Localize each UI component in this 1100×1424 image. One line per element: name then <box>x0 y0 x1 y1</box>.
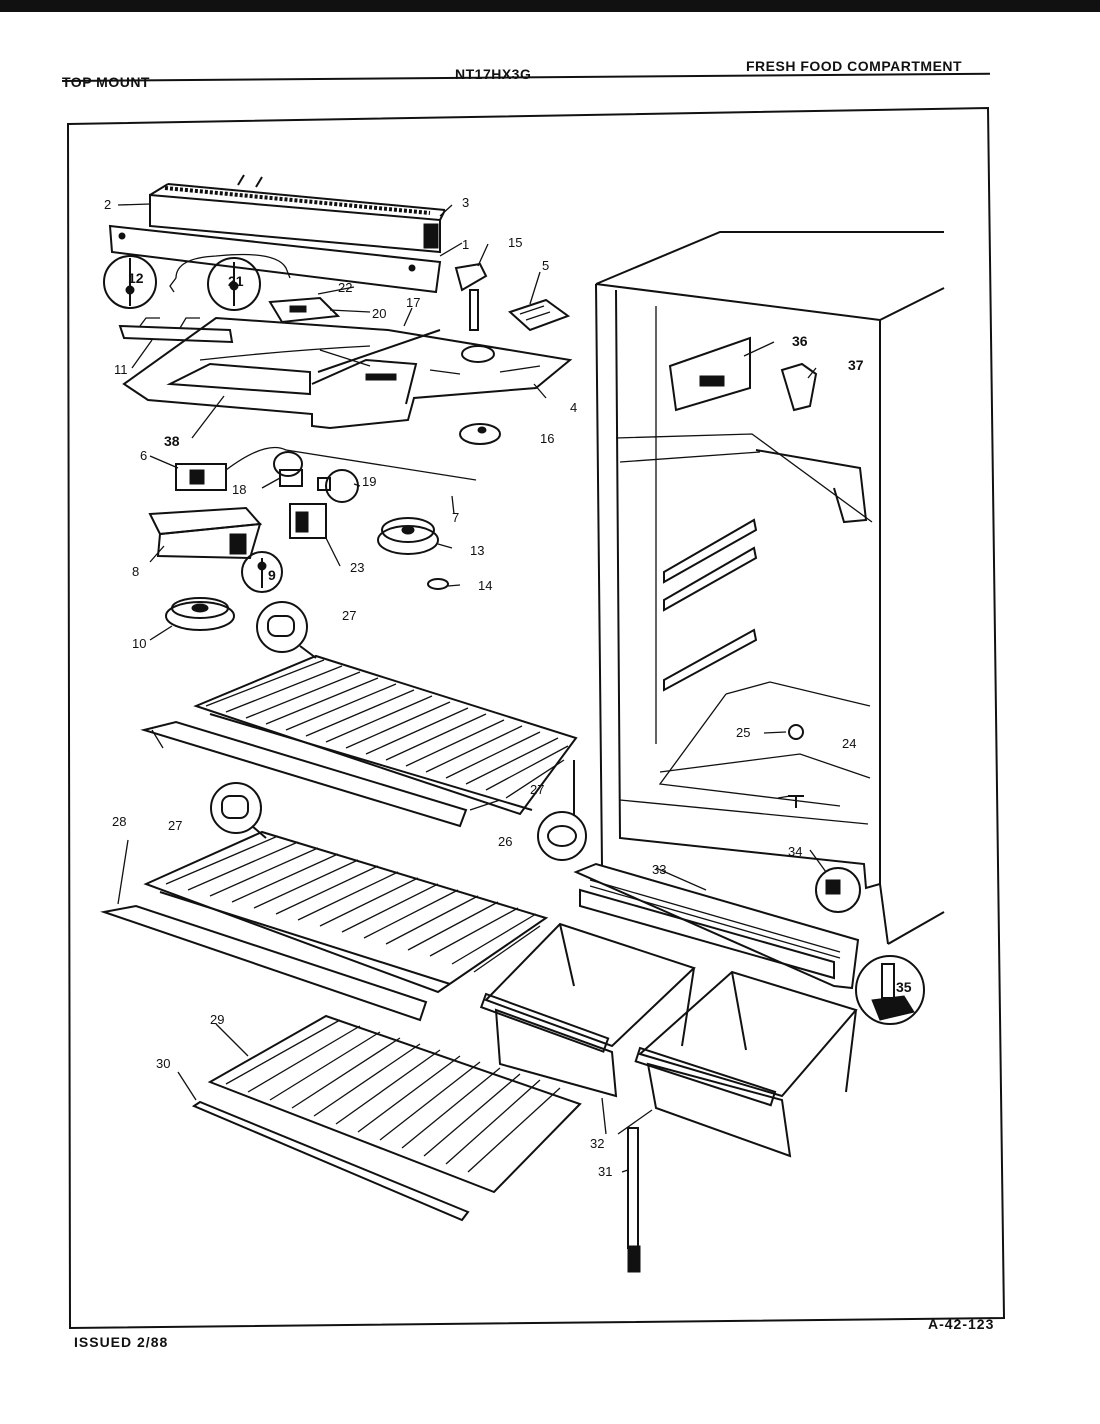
callout-4: 4 <box>570 400 577 415</box>
callout-leaders <box>117 203 827 1173</box>
part-lamp-socket <box>273 451 303 487</box>
part-thermostat-knob <box>454 262 488 331</box>
switch-plate-slot <box>289 305 307 313</box>
callout-25: 25 <box>736 725 750 740</box>
callout-labels: 2 3 1 15 5 22 20 17 11 4 16 6 18 19 7 8 … <box>104 195 856 1179</box>
damper-slats <box>519 305 551 321</box>
callout-28: 28 <box>112 814 126 829</box>
panel-screw-hole <box>408 264 416 272</box>
callout-22: 22 <box>338 280 352 295</box>
callout-30: 30 <box>156 1056 170 1071</box>
detail-circle-34 <box>815 867 861 913</box>
callout-27-mid: 27 <box>168 818 182 833</box>
callout-5: 5 <box>542 258 549 273</box>
callout-18: 18 <box>232 482 246 497</box>
part-damper <box>508 298 571 332</box>
callout-13: 13 <box>470 543 484 558</box>
part-crisper-drawer-right <box>634 970 858 1158</box>
part-wire-shelf-top <box>193 654 578 816</box>
callout-32: 32 <box>590 1136 604 1151</box>
callout-34: 34 <box>788 844 802 859</box>
callout-10: 10 <box>132 636 146 651</box>
part-door-switch <box>289 503 327 539</box>
detail-circle-27-mid <box>210 782 267 839</box>
callout-35: 35 <box>896 979 912 995</box>
part-thermostat <box>175 446 477 491</box>
panel-screw-hole <box>118 232 126 240</box>
callout-20: 20 <box>372 306 386 321</box>
callout-38: 38 <box>164 433 180 449</box>
callout-1: 1 <box>462 237 469 252</box>
part-sensor-probe <box>627 1127 641 1273</box>
callout-3: 3 <box>462 195 469 210</box>
part-bracket <box>118 324 234 344</box>
callout-14: 14 <box>478 578 492 593</box>
part-fan-motor-blade <box>165 597 235 631</box>
part-light-shield <box>149 174 446 254</box>
part-shelf-trim-bottom <box>100 904 428 1022</box>
part-front-panel <box>108 224 442 294</box>
callout-17: 17 <box>406 295 420 310</box>
callout-27-top: 27 <box>342 608 356 623</box>
callout-8: 8 <box>132 564 139 579</box>
callout-16: 16 <box>540 431 554 446</box>
detail-circle-27-top <box>256 601 317 659</box>
detail-circle-35 <box>855 955 925 1025</box>
part-switch-box <box>148 506 263 560</box>
callout-12: 12 <box>128 270 144 286</box>
detail-circle-27-right <box>537 760 587 861</box>
detail-circle-9 <box>241 551 283 593</box>
detail-circle-21 <box>169 253 291 311</box>
part-shelf-trim-top <box>140 720 468 828</box>
footer-diagram-code: A-42-123 <box>928 1316 995 1332</box>
part-grille <box>573 862 860 990</box>
callout-11: 11 <box>114 362 128 377</box>
bracket-tabs <box>139 317 200 329</box>
part-retaining-ring <box>427 578 449 590</box>
callout-26: 26 <box>498 834 512 849</box>
callout-9: 9 <box>268 567 276 583</box>
part-switch-plate <box>268 296 341 324</box>
footer-issued-date: ISSUED 2/88 <box>74 1334 169 1350</box>
callout-23: 23 <box>350 560 364 575</box>
header-section-title: FRESH FOOD COMPARTMENT <box>746 58 963 74</box>
callout-15: 15 <box>508 235 522 250</box>
part-wire-shelf-middle <box>143 830 549 994</box>
header-model-number: NT17HX3G <box>455 66 532 82</box>
callout-36: 36 <box>792 333 808 349</box>
callout-21: 21 <box>228 273 244 289</box>
part-crisper-drawer-left <box>479 922 696 1098</box>
callout-7: 7 <box>452 510 459 525</box>
callout-6: 6 <box>140 448 147 463</box>
callout-2: 2 <box>104 197 111 212</box>
part-fan-blade <box>377 517 439 555</box>
cap-center <box>477 426 487 434</box>
part-control-housing <box>122 316 573 430</box>
part-refrigerator-cabinet <box>595 231 945 945</box>
detail-circle-12 <box>103 255 157 309</box>
callout-37: 37 <box>848 357 864 373</box>
callout-labels-bold: 12 21 38 9 36 37 35 <box>128 270 912 995</box>
part-cap <box>459 423 501 445</box>
part-crisper-cover <box>207 1014 582 1194</box>
callout-19: 19 <box>362 474 376 489</box>
part-light-bulb <box>317 469 359 503</box>
top-border-bar <box>0 0 1100 12</box>
callout-24: 24 <box>842 736 856 751</box>
callout-33: 33 <box>652 862 666 877</box>
diagram-frame <box>66 106 1006 1330</box>
header-model-type: TOP MOUNT <box>62 74 150 90</box>
callout-27-right: 27 <box>530 782 544 797</box>
callout-29: 29 <box>210 1012 224 1027</box>
callout-31: 31 <box>598 1164 612 1179</box>
part-cover-trim <box>191 1100 470 1222</box>
